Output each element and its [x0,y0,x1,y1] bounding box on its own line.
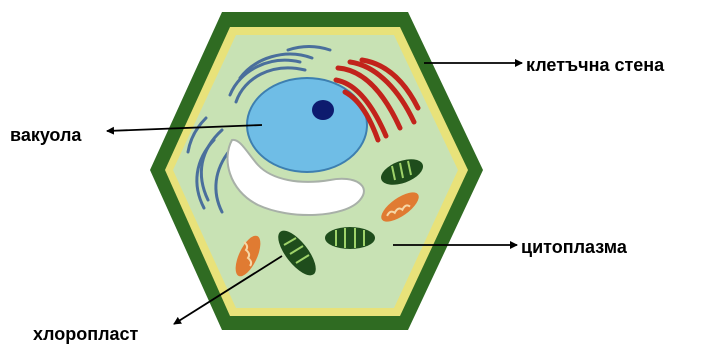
label-cell-wall: клетъчна стена [526,56,664,74]
label-cytoplasm: цитоплазма [521,238,627,256]
label-vacuole: вакуола [10,126,81,144]
chloroplast-middle [325,227,375,249]
nucleolus [312,100,334,120]
label-chloroplast: хлоропласт [33,325,138,343]
